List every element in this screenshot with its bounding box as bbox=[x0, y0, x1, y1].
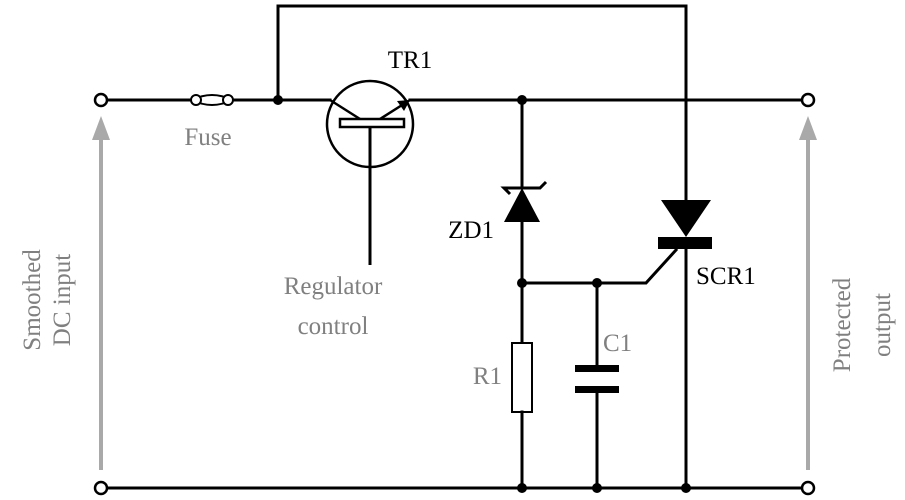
label-input: Smoothed DC input bbox=[19, 249, 76, 351]
label-input-line1: Smoothed bbox=[19, 249, 46, 351]
label-input-line2: DC input bbox=[49, 254, 76, 346]
output-terminal-bottom bbox=[800, 480, 816, 496]
gate-wire bbox=[520, 247, 679, 285]
label-zd1: ZD1 bbox=[448, 217, 494, 244]
zener-branch bbox=[500, 98, 548, 345]
capacitor-c1 bbox=[575, 281, 619, 490]
label-tr1: TR1 bbox=[388, 47, 432, 74]
input-arrow bbox=[92, 116, 110, 470]
label-regulator: Regulator bbox=[284, 273, 383, 300]
thyristor-scr1 bbox=[658, 200, 712, 490]
transistor-tr1 bbox=[325, 79, 415, 265]
label-output-line2: output bbox=[869, 293, 896, 357]
label-output: Protected output bbox=[829, 277, 896, 372]
label-c1: C1 bbox=[603, 330, 632, 357]
label-scr1: SCR1 bbox=[696, 263, 756, 290]
label-control: control bbox=[298, 313, 369, 340]
label-output-line1: Protected bbox=[829, 277, 856, 372]
input-terminal-top bbox=[93, 92, 109, 108]
bypass-wire bbox=[276, 4, 688, 207]
output-terminal-top bbox=[800, 92, 816, 108]
output-arrow bbox=[799, 116, 817, 470]
terminals bbox=[93, 92, 816, 496]
zener-diode-zd1 bbox=[504, 188, 540, 222]
fuse-symbol bbox=[190, 94, 234, 106]
label-fuse: Fuse bbox=[184, 124, 231, 151]
input-terminal-bottom bbox=[93, 480, 109, 496]
label-r1: R1 bbox=[473, 363, 502, 390]
resistor-r1 bbox=[511, 342, 533, 490]
